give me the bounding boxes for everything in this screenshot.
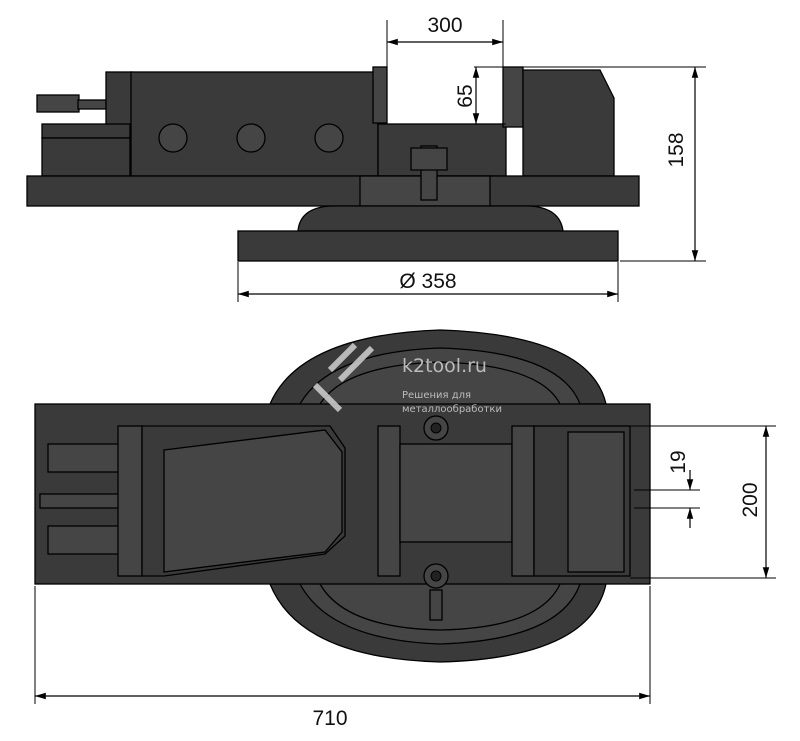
top-rail-lower (47, 525, 127, 555)
side-base-plate (26, 175, 640, 207)
fixed-jaw-body (522, 69, 615, 177)
swivel-ring-arc-2 (319, 361, 561, 405)
dim-jaw-opening: 300 (427, 14, 462, 37)
dim-body-width: 200 (739, 482, 762, 517)
body-hole-3 (314, 123, 344, 153)
top-view (34, 329, 651, 663)
top-rail-upper (47, 443, 127, 473)
top-bolt-lower-center (430, 570, 442, 582)
body-hole-1 (158, 123, 188, 153)
top-dimensions: 19 200 710 (34, 425, 776, 730)
dim-jaw-width: 19 (667, 450, 690, 473)
clamp-nut (410, 147, 448, 171)
top-fixed-jaw-block (567, 431, 625, 573)
side-view (26, 66, 640, 262)
top-fixed-jaw-plate (511, 425, 535, 577)
top-guide-slot (399, 443, 513, 543)
top-movable-jaw-back (117, 425, 143, 577)
dim-total-length: 710 (312, 707, 347, 730)
side-bottom-base (237, 230, 619, 262)
fixed-jaw-plate (502, 66, 524, 128)
top-screw (39, 493, 123, 509)
top-movable-jaw-plate (377, 425, 401, 577)
top-bolt-upper-center (430, 422, 442, 434)
movable-jaw-plate (372, 66, 388, 124)
body-hole-2 (236, 123, 266, 153)
guide-rail-lower (41, 137, 131, 177)
swivel-ring (297, 205, 564, 232)
watermark-site: k2tool.ru (402, 355, 487, 377)
watermark-tagline-1: Решения для (402, 390, 471, 401)
guide-rail-upper (41, 123, 131, 139)
side-dimensions: 300 65 158 Ø 358 (237, 14, 706, 302)
top-movable-jaw-face (163, 429, 343, 573)
screw-end (36, 94, 80, 113)
watermark-tagline-2: металлообработки (402, 404, 502, 415)
watermark: k2tool.ru Решения для металлообработки (312, 342, 502, 415)
top-bolt-stem (429, 589, 443, 621)
screw-shaft (77, 99, 107, 110)
dim-jaw-height: 65 (454, 84, 477, 107)
watermark-logo-icon (312, 342, 375, 413)
dim-base-diameter: Ø 358 (399, 270, 456, 293)
dim-total-height: 158 (665, 132, 688, 167)
